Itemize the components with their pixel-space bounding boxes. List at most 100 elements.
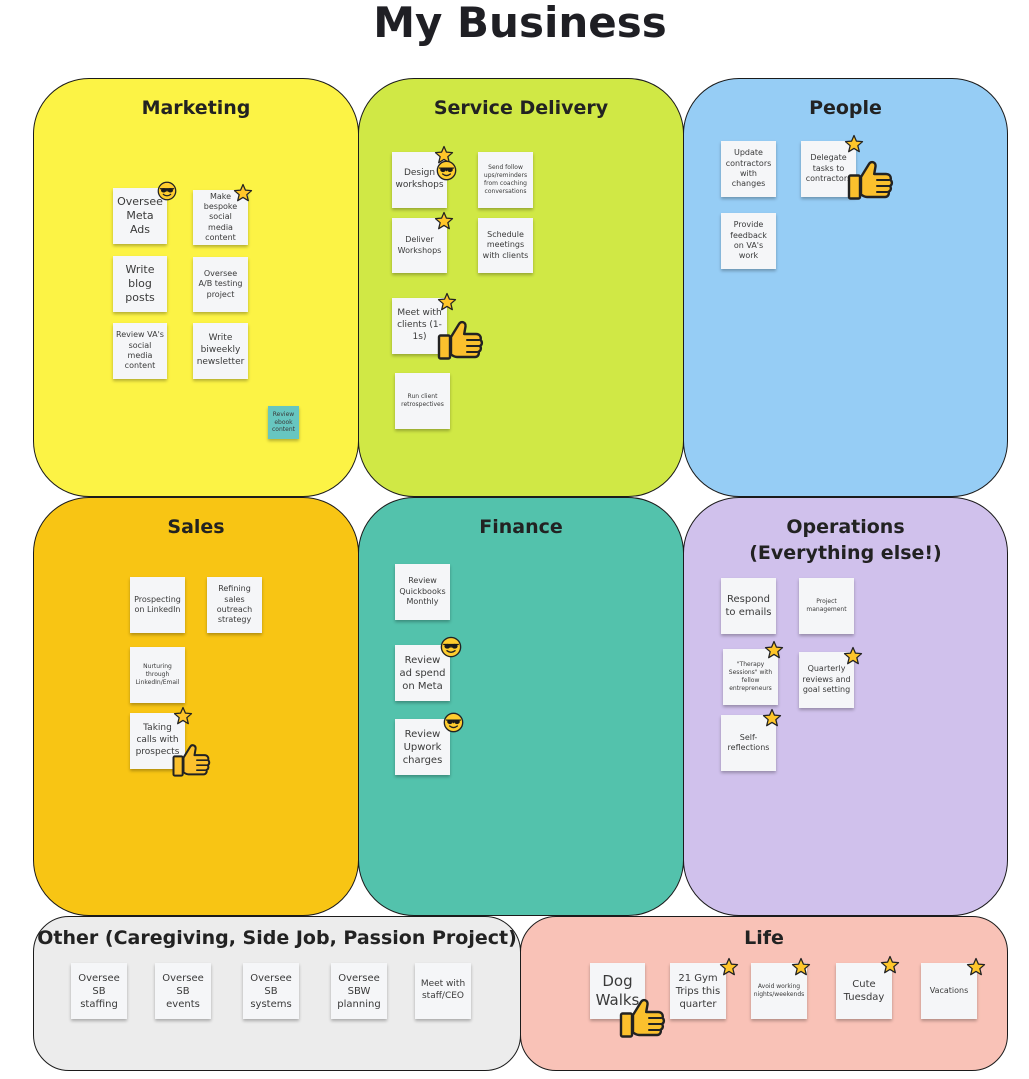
sticky-note[interactable]: Review ad spend on Meta	[395, 645, 450, 701]
sunglasses-face-icon[interactable]	[443, 712, 464, 733]
sticky-note-text: Meet with clients (1-1s)	[397, 308, 442, 342]
sticky-note-text: Oversee SB staffing	[78, 972, 120, 1010]
sticky-note-text: Oversee Meta Ads	[117, 194, 163, 237]
sticky-note[interactable]: Project management	[799, 578, 854, 634]
sticky-note-text: Schedule meetings with clients	[482, 229, 529, 260]
sunglasses-face-icon[interactable]	[436, 160, 457, 181]
star-icon[interactable]	[437, 292, 457, 312]
sticky-note[interactable]: Respond to emails	[721, 578, 776, 634]
sticky-note-text: Oversee SB events	[162, 972, 204, 1010]
sticky-note[interactable]: Design workshops	[392, 152, 447, 208]
sticky-note[interactable]: Review Upwork charges	[395, 719, 450, 775]
sticky-note-text: Update contractors with changes	[725, 148, 772, 189]
star-icon[interactable]	[966, 957, 986, 977]
sticky-note[interactable]: Meet with staff/CEO	[415, 963, 471, 1019]
star-icon[interactable]	[434, 211, 454, 231]
thumbs-up-icon[interactable]	[436, 317, 484, 365]
frame-finance[interactable]: Finance	[358, 497, 684, 916]
sticky-note-text: Oversee SB systems	[250, 972, 292, 1010]
frame-title-people: People	[809, 97, 882, 119]
sticky-note[interactable]: Oversee SBW planning	[331, 963, 387, 1019]
star-icon[interactable]	[762, 708, 782, 728]
star-icon[interactable]	[791, 957, 811, 977]
sticky-note[interactable]: Prospecting on LinkedIn	[130, 577, 185, 633]
sticky-note[interactable]: Oversee SB events	[155, 963, 211, 1019]
sticky-note-text: Self-reflections	[727, 732, 770, 752]
sticky-note-text: Prospecting on LinkedIn	[134, 594, 181, 614]
sticky-note[interactable]: Provide feedback on VA's work	[721, 213, 776, 269]
sticky-note-text: Deliver Workshops	[397, 235, 442, 255]
sticky-note[interactable]: "Therapy Sessions" with fellow entrepren…	[723, 649, 778, 705]
sticky-note[interactable]: Taking calls with prospects	[130, 713, 185, 769]
frame-title-sales: Sales	[167, 516, 225, 538]
frame-title-marketing: Marketing	[141, 97, 251, 119]
sticky-note-text: Nurturing through LinkedIn/Email	[135, 663, 180, 686]
sticky-note[interactable]: Run client retrospectives	[395, 373, 450, 429]
sticky-note[interactable]: Deliver Workshops	[392, 218, 447, 273]
frame-title-finance: Finance	[479, 516, 563, 538]
sticky-note[interactable]: Write blog posts	[113, 256, 167, 312]
sticky-note-text: Project management	[806, 598, 847, 613]
sticky-note[interactable]: Cute Tuesday	[836, 963, 892, 1019]
sticky-note-text: 21 Gym Trips this quarter	[675, 972, 721, 1010]
sunglasses-face-icon[interactable]	[440, 636, 462, 658]
sticky-note[interactable]: Send follow ups/reminders from coaching …	[478, 152, 533, 208]
sticky-note[interactable]: Quarterly reviews and goal setting	[799, 652, 854, 708]
sticky-note-text: Oversee A/B testing project	[198, 268, 243, 299]
sticky-note-text: Oversee SBW planning	[337, 972, 381, 1010]
sticky-note-text: Delegate tasks to contractors	[805, 153, 852, 184]
sticky-note-text: Design workshops	[395, 168, 444, 190]
sticky-note[interactable]: Schedule meetings with clients	[478, 218, 533, 273]
frame-title-life: Life	[744, 927, 784, 949]
sticky-note-text: Dog Walks	[595, 971, 640, 1010]
frame-service-delivery[interactable]: Service Delivery	[358, 78, 684, 497]
sticky-note[interactable]: Oversee A/B testing project	[193, 257, 248, 312]
board-title: My Business	[373, 0, 667, 47]
sticky-note[interactable]: Update contractors with changes	[721, 141, 776, 197]
frame-title-service-delivery: Service Delivery	[433, 97, 609, 119]
sticky-note[interactable]: 21 Gym Trips this quarter	[670, 963, 726, 1019]
sticky-note-text: Quarterly reviews and goal setting	[802, 664, 851, 695]
sticky-note[interactable]: Vacations	[921, 963, 977, 1019]
sticky-note-text: Vacations	[929, 985, 969, 995]
sticky-note[interactable]: Make bespoke social media content	[193, 190, 248, 245]
sticky-note-text: Review Upwork charges	[402, 728, 443, 766]
sticky-note-text: Cute Tuesday	[843, 979, 885, 1003]
thumbs-up-icon[interactable]	[846, 157, 894, 205]
sticky-note-text: Refining sales outreach strategy	[216, 584, 253, 625]
star-icon[interactable]	[173, 706, 193, 726]
sticky-note-text: Run client retrospectives	[401, 393, 444, 408]
sticky-note[interactable]: Review VA's social media content	[113, 323, 167, 379]
star-icon[interactable]	[843, 646, 863, 666]
thumbs-up-icon[interactable]	[171, 741, 211, 781]
sticky-note-text: Respond to emails	[725, 594, 772, 618]
frame-title-operations: Operations	[786, 516, 905, 538]
sticky-note[interactable]: Oversee SB systems	[243, 963, 299, 1019]
sticky-note-text: Make bespoke social media content	[203, 191, 238, 243]
sticky-note-text: Review ebook content	[272, 410, 295, 434]
sticky-note-text: "Therapy Sessions" with fellow entrepren…	[728, 661, 773, 692]
sticky-note-text: Review Quickbooks Monthly	[399, 576, 446, 607]
star-icon[interactable]	[844, 134, 864, 154]
star-icon[interactable]	[719, 957, 739, 977]
sticky-note-text: Avoid working nights/weekends	[753, 983, 805, 998]
sticky-note[interactable]: Delegate tasks to contractors	[801, 141, 856, 197]
sticky-note[interactable]: Review Quickbooks Monthly	[395, 564, 450, 620]
sticky-note-text: Taking calls with prospects	[135, 723, 180, 757]
sticky-note[interactable]: Refining sales outreach strategy	[207, 577, 262, 633]
thumbs-up-icon[interactable]	[618, 995, 666, 1043]
sticky-note-text: Meet with staff/CEO	[420, 979, 466, 1001]
sticky-note[interactable]: Nurturing through LinkedIn/Email	[130, 647, 185, 703]
sticky-note-text: Review ad spend on Meta	[399, 654, 446, 692]
star-icon[interactable]	[880, 955, 900, 975]
sticky-note-text: Review VA's social media content	[116, 330, 164, 371]
star-icon[interactable]	[233, 183, 253, 203]
star-icon[interactable]	[764, 640, 784, 660]
sunglasses-face-icon[interactable]	[157, 181, 177, 201]
sticky-note[interactable]: Oversee SB staffing	[71, 963, 127, 1019]
frame-sales[interactable]: Sales	[33, 497, 359, 916]
sticky-note-teal[interactable]: Review ebook content	[268, 406, 299, 439]
sticky-note-text: Write blog posts	[125, 262, 155, 305]
sticky-note[interactable]: Oversee Meta Ads	[113, 188, 167, 244]
sticky-note[interactable]: Write biweekly newsletter	[193, 323, 248, 379]
